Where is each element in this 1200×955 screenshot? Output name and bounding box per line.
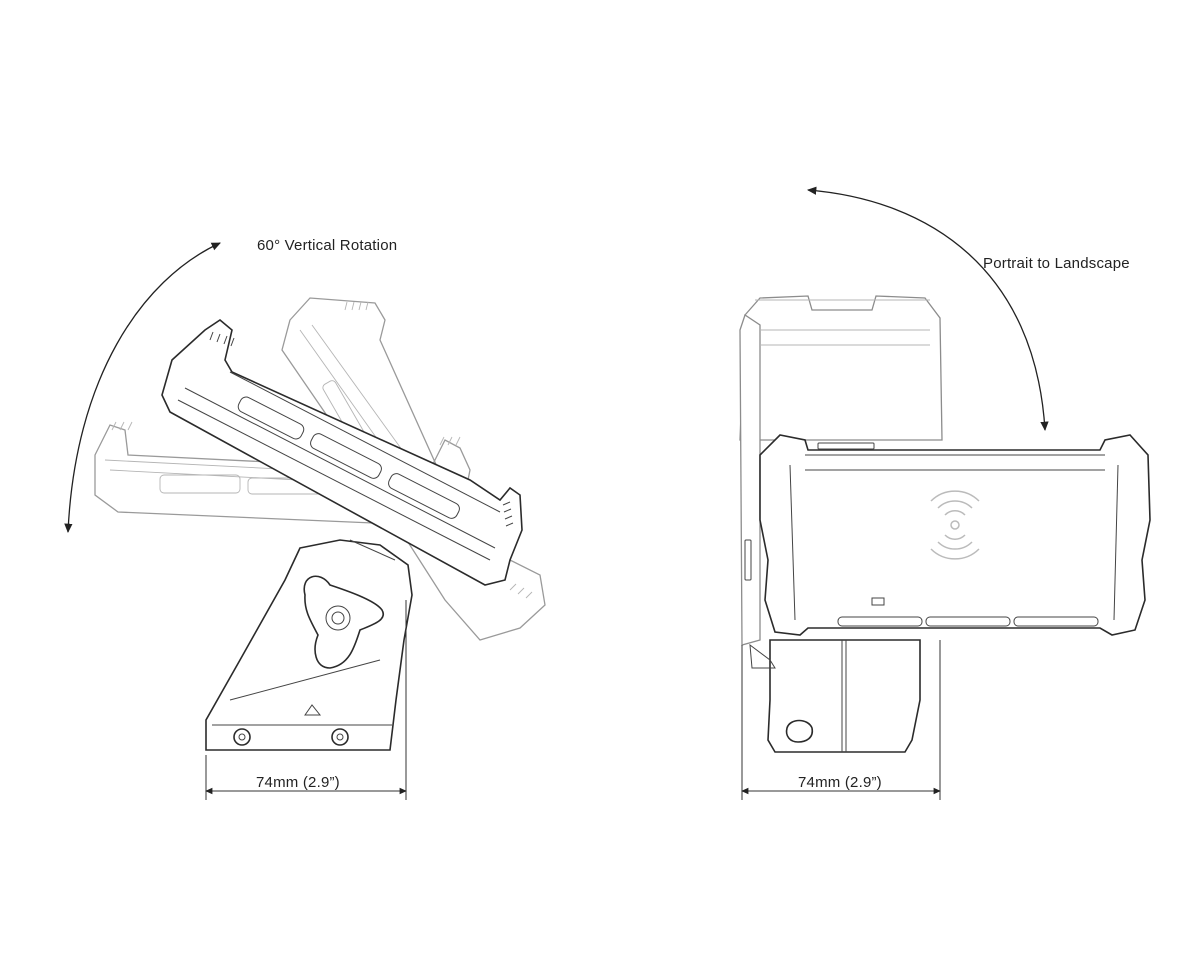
brand-logo-side — [744, 539, 752, 581]
wireless-charging-icon — [930, 490, 980, 560]
right-width-dimension: 74mm (2.9”) — [798, 774, 882, 791]
portrait-landscape-arrow — [806, 186, 1049, 432]
left-dimension-line — [205, 600, 407, 800]
tilted-holder — [161, 319, 523, 586]
left-width-dimension: 74mm (2.9”) — [256, 774, 340, 791]
landscape-holder — [744, 434, 1151, 636]
right-base — [749, 639, 921, 753]
right-dimension-line — [741, 640, 941, 800]
portrait-landscape-label: Portrait to Landscape — [983, 255, 1130, 272]
left-base — [205, 539, 413, 751]
vertical-rotation-label: 60° Vertical Rotation — [257, 237, 398, 254]
vertical-rotation-arrow — [64, 242, 221, 534]
brand-logo — [817, 442, 875, 450]
